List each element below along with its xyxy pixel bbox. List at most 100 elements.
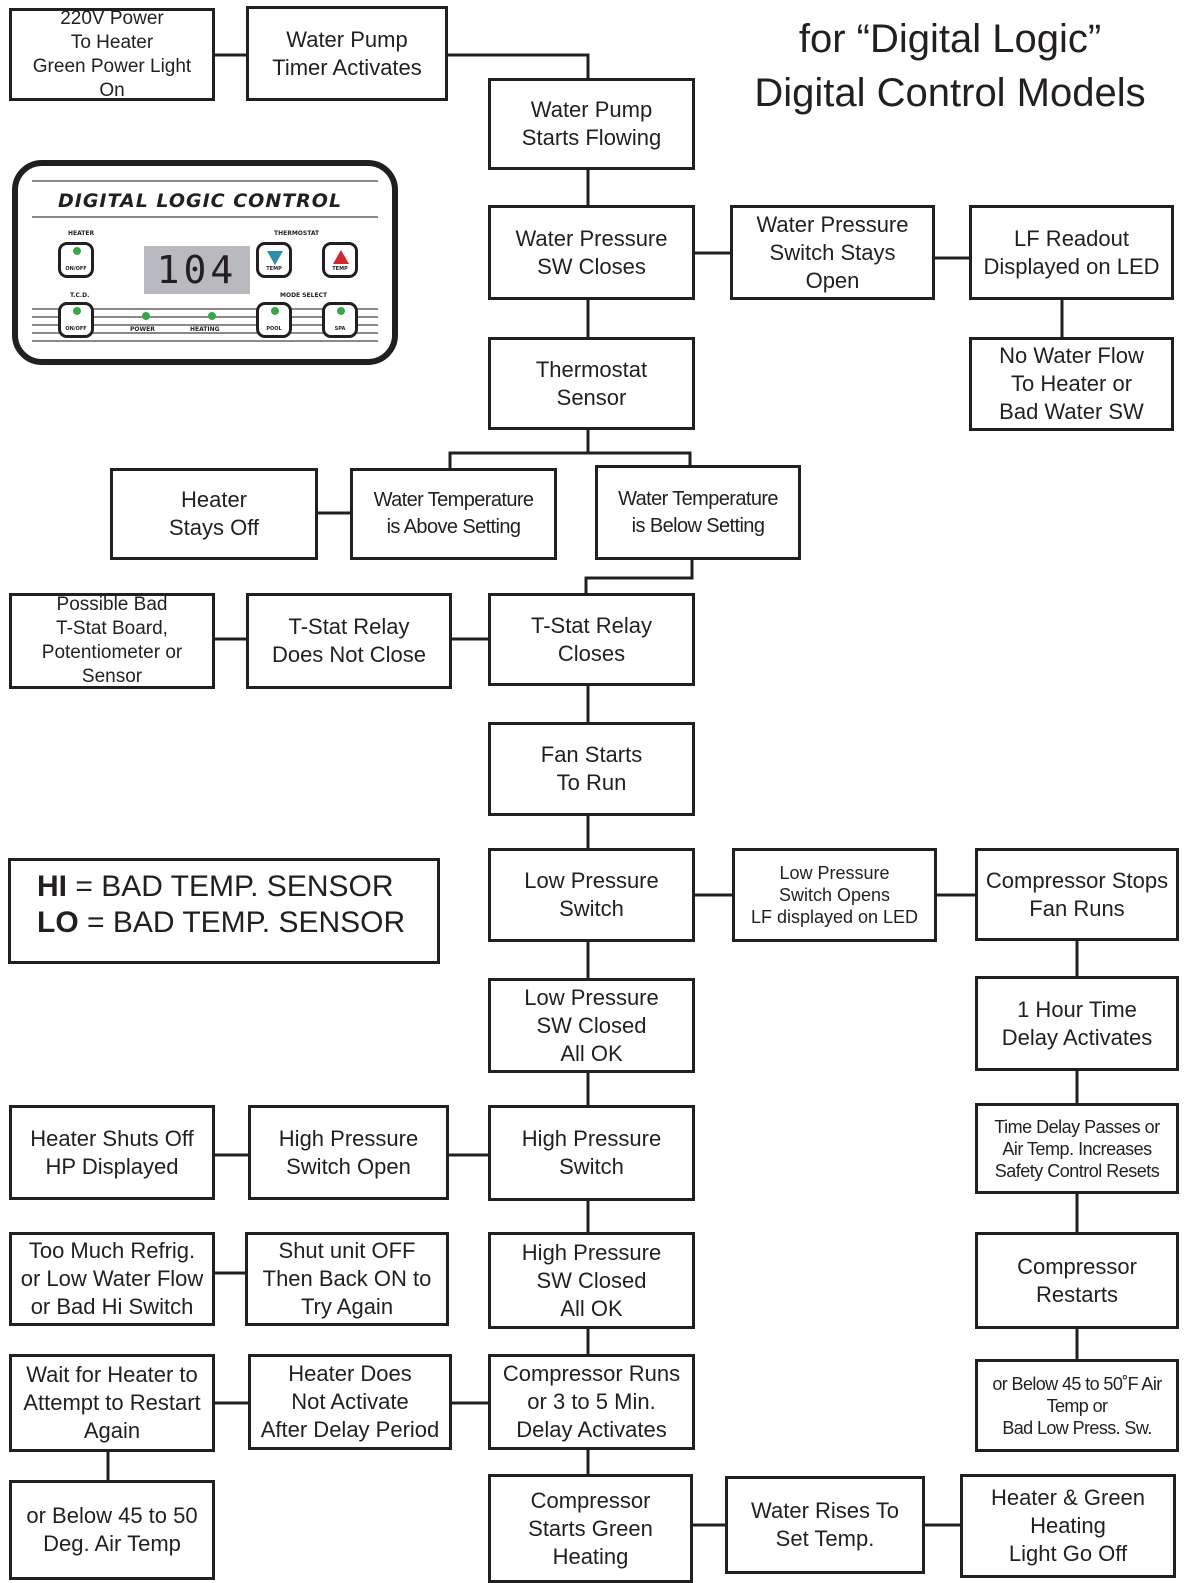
box-text-line: LF Readout xyxy=(1014,225,1129,251)
box-text-line: No Water Flow xyxy=(999,343,1144,368)
box-text-line: Heating xyxy=(552,1543,629,1569)
box-text-line: 220V Power xyxy=(60,8,164,29)
mode-select-label: MODE SELECT xyxy=(280,292,328,299)
box-text-line: Set Temp. xyxy=(775,1526,875,1551)
led-icon xyxy=(73,247,81,255)
error-code-legend: HI = BAD TEMP. SENSOR LO = BAD TEMP. SEN… xyxy=(8,858,440,964)
box-text-line: Sensor xyxy=(556,384,627,410)
box-text-line: T-Stat Board, xyxy=(56,618,168,639)
stripe xyxy=(32,316,378,318)
box-text-line: Compressor Stops xyxy=(985,867,1169,893)
box-text-line: High Pressure xyxy=(278,1125,419,1151)
box-text-line: All OK xyxy=(560,1040,623,1066)
stripe xyxy=(32,340,378,342)
box-text-line: Too Much Refrig. xyxy=(28,1238,196,1263)
led-icon xyxy=(271,307,279,315)
box-text-line: SW Closed xyxy=(536,1012,647,1038)
box-text-line: Heater & Green xyxy=(990,1485,1146,1510)
box-text-line: Low Pressure xyxy=(779,863,890,883)
power-label: POWER xyxy=(130,326,155,333)
box-text-line: Water Pump xyxy=(530,97,653,122)
box-text-line: Delay Activates xyxy=(1001,1024,1153,1050)
control-panel: DIGITAL LOGIC CONTROL HEATER T.C.D. THER… xyxy=(12,160,398,365)
box-text-line: 1 Hour Time xyxy=(1017,996,1137,1022)
heating-label: HEATING xyxy=(190,326,220,333)
box-text-line: Time Delay Passes or xyxy=(994,1116,1160,1137)
box-text-line: To Heater xyxy=(70,31,154,53)
box-text-line: Light Go Off xyxy=(1008,1541,1128,1566)
box-text-line: Thermostat xyxy=(535,356,648,382)
stripe xyxy=(32,332,378,334)
button-label: POOL xyxy=(266,326,282,332)
title-line2: Digital Control Models xyxy=(754,71,1146,115)
legend-lo: LO = BAD TEMP. SENSOR xyxy=(37,905,437,941)
box-text-line: Switch Open xyxy=(286,1153,411,1179)
arrow-up-icon xyxy=(333,250,349,264)
led-icon xyxy=(73,307,81,315)
led-icon xyxy=(337,307,345,315)
heater-label: HEATER xyxy=(68,230,95,237)
heater-onoff-button: ON/OFF xyxy=(58,242,94,278)
box-text-line: Bad Low Press. Sw. xyxy=(1002,1417,1152,1438)
connector xyxy=(448,53,590,78)
box-text-line: Green Power Light xyxy=(32,55,192,77)
box-text-line: Attempt to Restart xyxy=(23,1390,201,1415)
heating-led-icon xyxy=(208,312,216,320)
box-text-line: All OK xyxy=(560,1295,623,1321)
legend-lo-text: = BAD TEMP. SENSOR xyxy=(78,906,406,939)
box-text-line: Starts Flowing xyxy=(521,125,662,150)
box-text-line: Air Temp. Increases xyxy=(1002,1138,1152,1159)
box-text-line: Fan Runs xyxy=(1029,895,1125,921)
box-text-line: T-Stat Relay xyxy=(288,614,410,639)
box-text-line: Water Pump xyxy=(286,26,408,52)
arrow-down-icon xyxy=(267,251,283,265)
spa-button: SPA xyxy=(322,302,358,338)
box-text-line: or 3 to 5 Min. xyxy=(527,1389,656,1414)
tcd-onoff-button: ON/OFF xyxy=(58,302,94,338)
stripe xyxy=(32,216,378,218)
box-text-line: Water Temperature xyxy=(373,489,534,511)
box-text-line: SW Closed xyxy=(536,1267,647,1293)
box-text-line: Sensor xyxy=(81,666,143,687)
box-text-line: Heater Shuts Off xyxy=(30,1125,194,1151)
temp-up-button: TEMP xyxy=(322,242,358,278)
box-text-line: Closes xyxy=(557,640,626,666)
box-text-line: Try Again xyxy=(300,1294,394,1319)
box-text-line: LF displayed on LED xyxy=(750,907,919,927)
box-text-line: or Below 45 to 50 xyxy=(26,1503,198,1528)
box-text-line: Switch Opens xyxy=(778,885,891,905)
page-title: for “Digital Logic” Digital Control Mode… xyxy=(735,12,1165,120)
box-text-line: Not Activate xyxy=(291,1389,409,1414)
stripe xyxy=(32,308,378,310)
legend-lo-key: LO xyxy=(37,906,79,939)
box-text-line: Displayed on LED xyxy=(983,253,1160,279)
button-label: ON/OFF xyxy=(65,266,87,272)
box-text-line: Compressor Runs xyxy=(502,1361,681,1386)
box-text-line: Fan Starts xyxy=(540,742,643,767)
button-label: TEMP xyxy=(332,266,348,272)
box-text-line: To Heater or xyxy=(1010,371,1133,396)
box-text-line: Stays Off xyxy=(168,515,260,540)
